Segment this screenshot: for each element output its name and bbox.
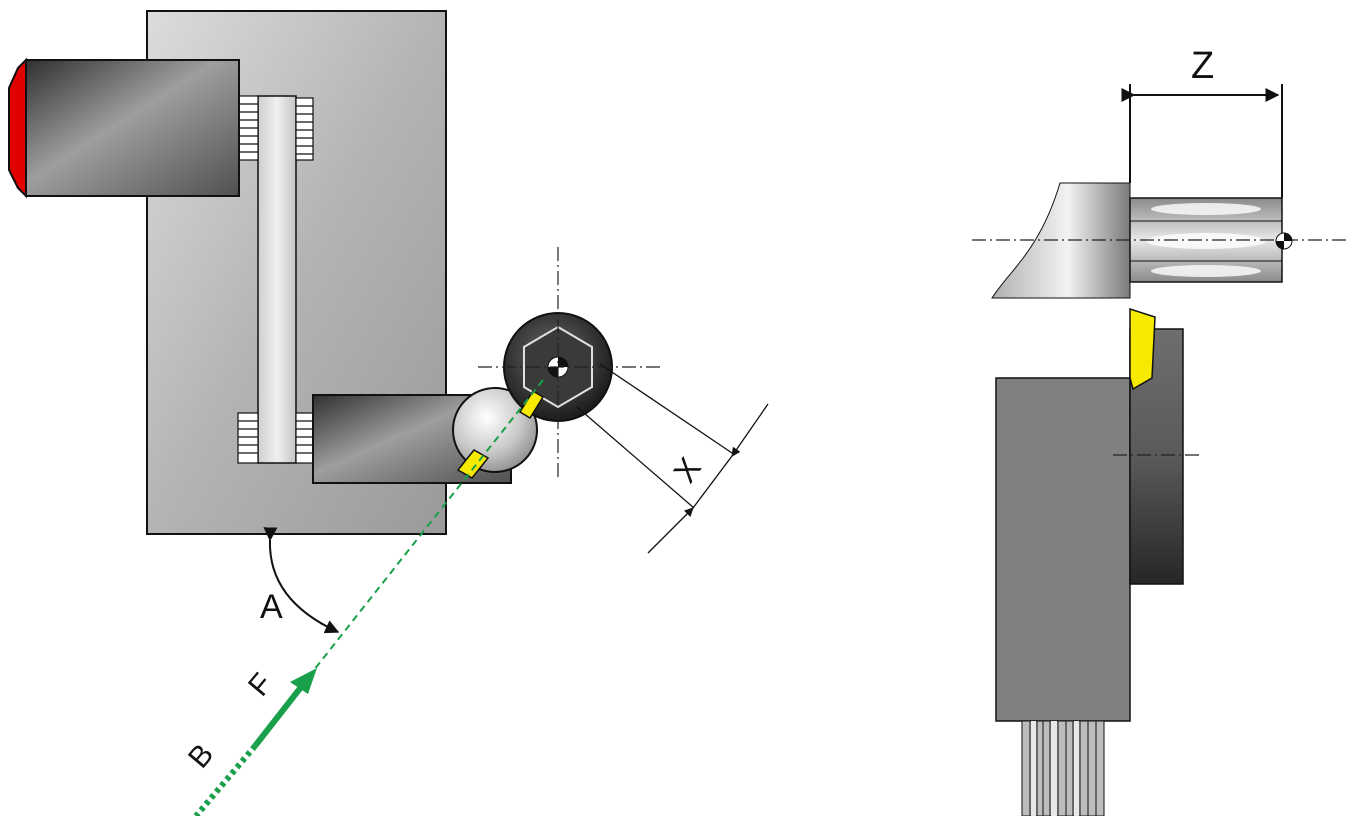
workpiece-shaft xyxy=(991,182,1131,299)
label-radial-offset: X xyxy=(666,451,708,489)
tool-shank xyxy=(1021,720,1105,816)
tool-insert xyxy=(1129,307,1156,391)
feed-arrow-head xyxy=(290,668,317,694)
bottom-comb xyxy=(237,412,314,464)
feed-arrow-shaft xyxy=(252,680,308,748)
angle-arc xyxy=(263,527,340,634)
insert-upper xyxy=(518,389,545,420)
top-cylinder xyxy=(25,59,240,197)
feed-line xyxy=(309,379,544,676)
tool-body xyxy=(995,377,1131,722)
left-view: A F B X xyxy=(8,10,769,816)
top-comb xyxy=(237,95,314,161)
z-dimension xyxy=(1121,84,1283,198)
x-dimension xyxy=(576,363,769,554)
label-direction: B xyxy=(182,738,220,775)
guide-bar xyxy=(257,95,297,464)
end-marker xyxy=(1275,232,1293,250)
right-view: Z xyxy=(972,45,1350,816)
cut-zone-highlights xyxy=(1146,203,1266,277)
label-angle: A xyxy=(260,588,283,626)
knob-centerlines xyxy=(478,247,662,480)
label-axial-length: Z xyxy=(1191,45,1214,87)
label-feed: F xyxy=(242,667,279,702)
red-stop-tip xyxy=(8,57,27,199)
